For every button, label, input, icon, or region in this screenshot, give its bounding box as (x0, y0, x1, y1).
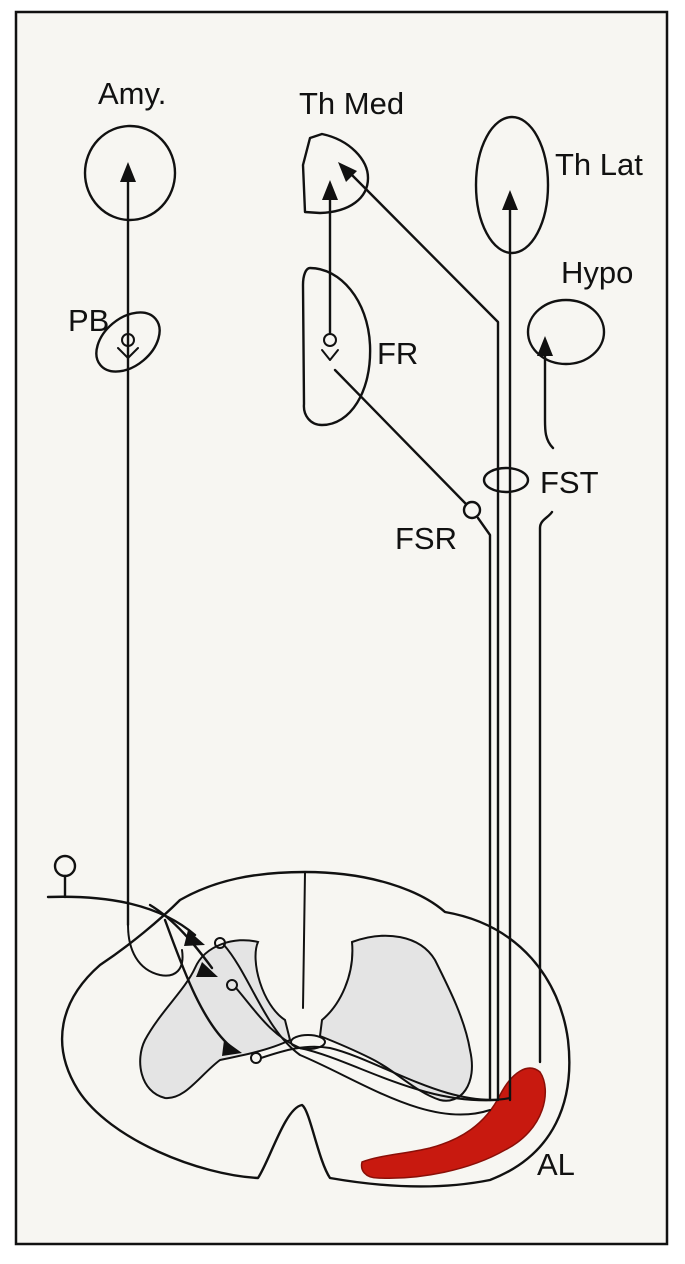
fsr-node (462, 500, 482, 520)
label-anterolateral: AL (537, 1147, 575, 1182)
anterolateral-tract (360, 1067, 547, 1180)
arrowhead-thlat (502, 190, 518, 210)
label-fsr: FSR (395, 521, 457, 556)
arrowhead-dh-3 (222, 1040, 242, 1056)
spinothalamic-medial-fiber (343, 166, 500, 1102)
thalamus-medial-nucleus (301, 132, 370, 215)
label-parabrachial: PB (68, 303, 109, 338)
hypothalamus-nucleus (526, 298, 606, 366)
decussating-fiber-2 (235, 987, 499, 1102)
primary-afferent-fiber (46, 895, 197, 937)
arrowhead-hypo (537, 336, 553, 356)
posterior-median-sulcus (302, 871, 306, 1009)
label-thalamus-lateral: Th Lat (555, 147, 643, 182)
label-reticular-formation: FR (377, 336, 418, 371)
decussating-fiber-1 (223, 944, 491, 1116)
thalamus-lateral-nucleus (474, 115, 550, 255)
arrowhead-amygdala (120, 162, 136, 182)
parabrachial-nucleus (95, 311, 161, 373)
arrowhead-dh-2 (196, 962, 218, 977)
pb-neuron-soma (121, 333, 135, 347)
fst-ring (482, 466, 530, 494)
spinoreticular-fiber (333, 368, 492, 1102)
arrowhead-dh-1 (184, 930, 205, 946)
pb-neuron-cup (117, 347, 139, 359)
spinal-cord-outline (60, 870, 571, 1188)
dh-neuron-2 (226, 979, 238, 991)
label-thalamus-medial: Th Med (299, 86, 404, 121)
label-fst: FST (540, 465, 599, 500)
fr-neuron-cup (321, 349, 339, 361)
arrowhead-thmed (338, 162, 357, 182)
gray-matter-butterfly (139, 934, 473, 1102)
primary-afferent-branch-2 (148, 903, 214, 970)
reticular-formation-nucleus (301, 266, 372, 427)
decussating-fiber-3 (260, 1045, 511, 1101)
label-amygdala: Amy. (98, 76, 166, 111)
dh-neuron-1 (214, 937, 226, 949)
label-hypothalamus: Hypo (561, 255, 633, 290)
primary-afferent-branch-3 (163, 918, 232, 1048)
spinohypothalamic-fiber (538, 348, 555, 1064)
amygdala-nucleus (83, 124, 177, 222)
arrowhead-fr-thmed (322, 180, 338, 200)
